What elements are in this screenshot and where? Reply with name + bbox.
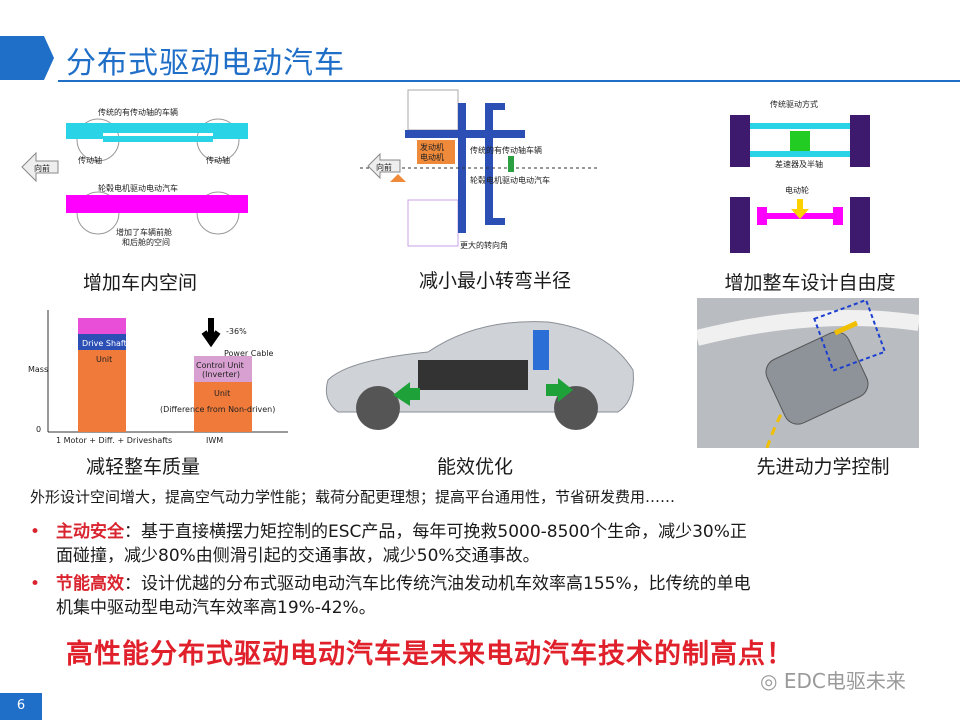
- title-underline: [58, 80, 960, 82]
- caption-interior-space: 增加车内空间: [82, 272, 197, 294]
- summary-text: 外形设计空间增大，提高空气动力学性能；载荷分配更理想；提高平台通用性，节省研发费…: [30, 488, 676, 506]
- turning-bottom-label: 更大的转向角: [460, 240, 508, 250]
- engine-label-line2: 电动机: [420, 152, 444, 162]
- turning-arrow-label: 向前: [376, 162, 392, 172]
- differential: [790, 131, 810, 151]
- bar2-unit: [194, 382, 252, 432]
- vehicle-outline: [485, 103, 505, 225]
- caption-turning-radius: 减小最小转弯半径: [418, 270, 571, 292]
- space-bottom-label: 轮毂电机驱动电动汽车: [98, 183, 178, 193]
- bar1-top-label: Drive Shaft: [82, 339, 127, 348]
- caption-efficiency: 能效优化: [436, 456, 513, 478]
- caption-design-freedom: 增加整车设计自由度: [724, 272, 896, 294]
- rear-wheel: [554, 386, 598, 430]
- page-number: 6: [16, 698, 26, 713]
- tire: [850, 197, 870, 253]
- tire: [730, 115, 750, 167]
- rear-wheel-sweep: [407, 199, 459, 247]
- tire: [850, 115, 870, 167]
- hub-motor: [757, 207, 767, 225]
- bullet-text-line2: 机集中驱动型电动汽车效率高19%-42%。: [56, 598, 376, 618]
- freedom-diff-label: 差速器及半轴: [775, 159, 823, 169]
- figure-car-cutaway: [318, 300, 640, 442]
- space-top-label: 传统的有传动轴的车辆: [98, 107, 178, 117]
- watermark-text: EDC电驱未来: [783, 669, 906, 693]
- car-top-view: [765, 331, 869, 425]
- orange-arrow-icon: [390, 174, 406, 182]
- figure-interior-space: 传统的有传动轴的车辆 传动轴 传动轴 轮毂电机驱动电动汽车 增加了车辆前舱 和后…: [21, 107, 248, 247]
- space-note-line2: 和后舱的空间: [122, 237, 170, 247]
- hub-motor-car-body: [66, 195, 248, 213]
- control-unit-line2: (Inverter): [202, 370, 240, 379]
- freedom-top-label: 传统驱动方式: [770, 99, 818, 109]
- turning-label1: 传统的有传动轴车辆: [470, 145, 542, 155]
- bar1-drive-shaft-band: [78, 334, 126, 350]
- bar1-unit-label: Unit: [96, 355, 112, 364]
- figure-dynamics-control: [697, 298, 919, 448]
- figure-design-freedom: 传统驱动方式 差速器及半轴 电动轮: [730, 99, 870, 253]
- yellow-arrow-icon: [791, 199, 809, 219]
- road-lane: [697, 310, 919, 346]
- page-title: 分布式驱动电动汽车: [66, 46, 345, 81]
- page-number-box: [0, 693, 42, 720]
- bullet-text: ：设计优越的分布式驱动电动汽车比传统汽油发动机车效率高155%，比传统的单电: [124, 574, 751, 594]
- bullet-energy-efficiency: • 节能高效：设计优越的分布式驱动电动汽车比传统汽油发动机车效率高155%，比传统…: [30, 572, 940, 620]
- turning-label2: 轮毂电机驱动电动汽车: [470, 175, 550, 185]
- bar1-drive-shaft: [78, 318, 126, 334]
- engine-block: [417, 140, 455, 164]
- tire: [730, 197, 750, 253]
- power-cable-label: Power Cable: [224, 349, 274, 358]
- figure-mass-chart: Mass 0 Drive Shaft Unit -36% Power Cable…: [26, 300, 296, 450]
- bullet-highlight: 主动安全: [56, 522, 124, 542]
- green-arrow-icon: [393, 382, 420, 406]
- axle-bottom: [750, 151, 850, 157]
- motor-component: [533, 330, 549, 370]
- watermark: ◎ EDC电驱未来: [760, 665, 906, 694]
- chart-background: [26, 300, 296, 450]
- bullet-highlight: 节能高效: [56, 574, 124, 594]
- reduction-arrow-icon: [201, 318, 221, 348]
- caption-dynamics: 先进动力学控制: [756, 456, 890, 478]
- bar2-control-unit: [194, 356, 252, 382]
- battery-pack: [418, 360, 528, 390]
- slogan: 高性能分布式驱动电动汽车是未来电动汽车技术的制高点！: [66, 639, 794, 670]
- bullet-marker: •: [30, 574, 41, 594]
- bar2-unit-label: Unit: [214, 389, 230, 398]
- forward-arrow-icon: [21, 151, 59, 183]
- axle-top: [750, 123, 850, 129]
- left-axle-label: 传动轴: [78, 155, 102, 165]
- bar1-unit: [78, 350, 126, 432]
- space-note-line1: 增加了车辆前舱: [116, 227, 172, 237]
- yellow-arrow-icon: [833, 320, 859, 336]
- mass-zero-label: 0: [36, 425, 41, 434]
- bullet-marker: •: [30, 522, 41, 542]
- wheel-highlight-box: [813, 298, 887, 372]
- green-arrow-icon: [508, 156, 514, 172]
- front-wheel-sweep: [407, 89, 459, 131]
- title-accent-tab: [0, 36, 54, 80]
- control-unit-line1: Control Unit: [196, 361, 244, 370]
- green-arrow-icon: [546, 378, 573, 402]
- caption-mass: 减轻整车质量: [85, 456, 200, 478]
- bullet-text-line2: 面碰撞，减少80%由侧滑引起的交通事故，减少50%交通事故。: [56, 546, 540, 566]
- right-axle-label: 传动轴: [206, 155, 230, 165]
- freedom-wheel-label: 电动轮: [785, 185, 809, 195]
- shaft-car-body: [66, 123, 248, 139]
- forward-arrow-label: 向前: [34, 163, 50, 173]
- figure-turning-radius: 发动机 电动机 传统的有传动轴车辆 轮毂电机驱动电动汽车 向前 更大的转向角: [360, 89, 600, 250]
- hub-motor: [833, 207, 843, 225]
- bullet-active-safety: • 主动安全：基于直接横摆力矩控制的ESC产品，每年可挽救5000-8500个生命…: [30, 520, 940, 568]
- mass-y-label: Mass: [28, 365, 48, 374]
- x2-label: IWM: [206, 436, 223, 445]
- wechat-icon: ◎: [760, 669, 784, 693]
- front-wheel: [356, 386, 400, 430]
- x1-label: 1 Motor + Diff. + Driveshafts: [56, 436, 172, 445]
- difference-label: (Difference from Non-driven): [160, 405, 275, 414]
- mass-reduction-pct: -36%: [226, 327, 247, 336]
- forward-arrow-icon: [367, 152, 401, 180]
- bullet-text: ：基于直接横摆力矩控制的ESC产品，每年可挽救5000-8500个生命，减少30…: [124, 522, 747, 542]
- engine-label-line1: 发动机: [420, 142, 444, 152]
